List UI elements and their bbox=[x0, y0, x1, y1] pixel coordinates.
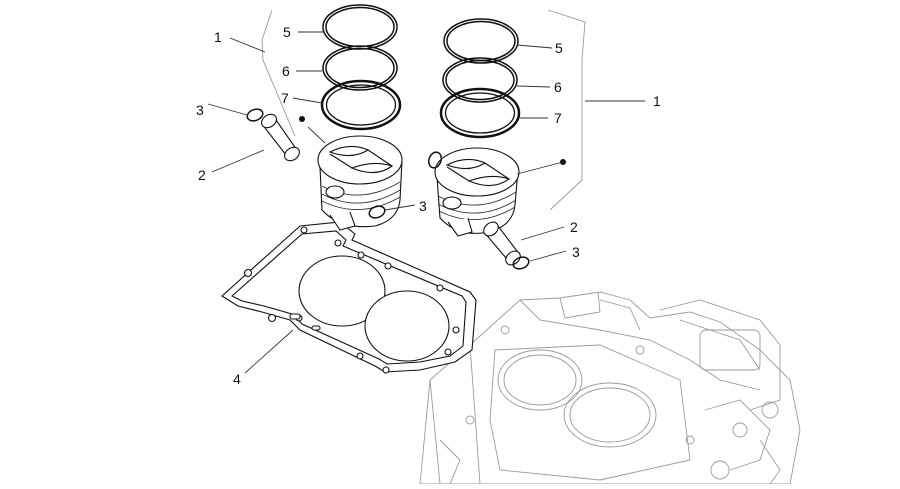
right-piston bbox=[434, 147, 520, 237]
callout-2-left: 2 bbox=[198, 167, 206, 183]
callout-4: 4 bbox=[233, 371, 241, 387]
left-reference-dot bbox=[299, 116, 305, 122]
callout-7-left: 7 bbox=[281, 90, 289, 106]
left-circlip-upper bbox=[246, 108, 264, 122]
right-piston-rings bbox=[439, 18, 521, 139]
engine-block bbox=[419, 291, 801, 485]
callout-6-right: 6 bbox=[554, 79, 562, 95]
callout-5-right: 5 bbox=[555, 40, 563, 56]
right-circlip-lower bbox=[512, 256, 530, 270]
callout-7-right: 7 bbox=[554, 110, 562, 126]
leader-lines bbox=[207, 31, 645, 374]
left-piston-rings bbox=[320, 4, 402, 131]
left-piston-pin bbox=[261, 113, 300, 162]
callout-3-left-upper: 3 bbox=[196, 102, 204, 118]
callout-3-right: 3 bbox=[572, 244, 580, 260]
callout-6-left: 6 bbox=[282, 63, 290, 79]
callout-5-left: 5 bbox=[283, 24, 291, 40]
callout-labels: 1 5 6 7 3 2 3 4 5 6 7 1 2 3 bbox=[196, 24, 661, 387]
head-gasket bbox=[221, 221, 477, 374]
callout-1-left: 1 bbox=[214, 29, 222, 45]
callout-3-left-lower: 3 bbox=[419, 198, 427, 214]
right-kit-bracket bbox=[547, 9, 586, 211]
callout-1-right: 1 bbox=[653, 93, 661, 109]
left-kit-bracket bbox=[261, 9, 296, 137]
right-piston-pin bbox=[483, 221, 521, 266]
callout-2-right: 2 bbox=[570, 219, 578, 235]
left-circlip-lower bbox=[368, 205, 386, 219]
right-circlip-upper bbox=[427, 151, 443, 169]
left-piston bbox=[317, 135, 403, 231]
